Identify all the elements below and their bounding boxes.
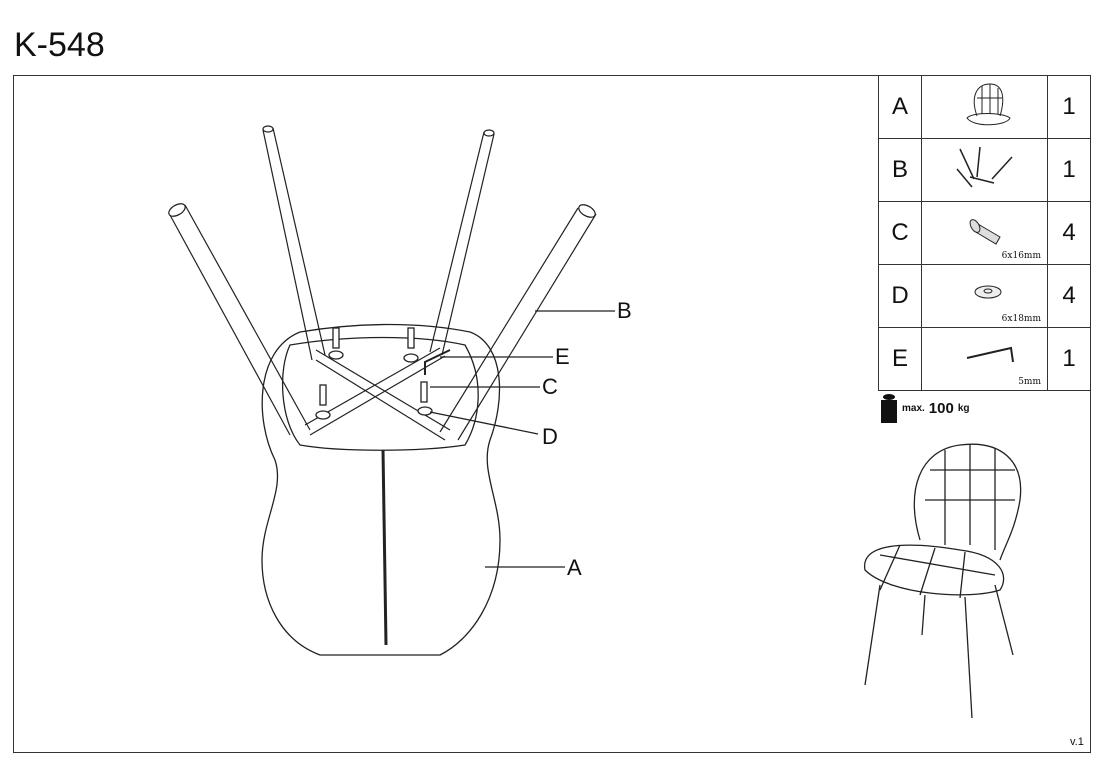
table-row: B 1 bbox=[878, 138, 1091, 202]
callout-c: C bbox=[542, 374, 558, 399]
callout-a: A bbox=[567, 555, 582, 580]
callout-b: B bbox=[617, 298, 632, 323]
part-size: 5mm bbox=[1018, 377, 1041, 387]
washers-d bbox=[315, 350, 433, 420]
allen-key-e bbox=[424, 349, 451, 375]
version-label: v.1 bbox=[1070, 736, 1084, 748]
part-qty: 1 bbox=[1047, 75, 1091, 139]
bolt-icon: 6x16mm bbox=[921, 201, 1048, 265]
callout-e: E bbox=[555, 344, 570, 369]
max-load-label: max. 100 kg bbox=[880, 393, 970, 423]
leg-frame-b bbox=[168, 125, 597, 441]
part-qty: 1 bbox=[1047, 138, 1091, 202]
table-row: C 6x16mm 4 bbox=[878, 201, 1091, 265]
part-letter: C bbox=[878, 201, 922, 265]
part-letter: B bbox=[878, 138, 922, 202]
max-unit: kg bbox=[957, 402, 970, 414]
part-letter: D bbox=[878, 264, 922, 328]
max-value: 100 bbox=[928, 399, 954, 417]
part-qty: 1 bbox=[1047, 327, 1091, 391]
callout-d: D bbox=[542, 424, 558, 449]
part-letter: A bbox=[878, 75, 922, 139]
part-qty: 4 bbox=[1047, 264, 1091, 328]
part-letter: E bbox=[878, 327, 922, 391]
table-row: E 5mm 1 bbox=[878, 327, 1091, 391]
parts-table: A 1 B 1 C 6x16mm 4 D 6x18mm 4 E 5mm 1 bbox=[878, 75, 1091, 391]
part-size: 6x16mm bbox=[1001, 251, 1041, 261]
assembled-chair-illustration bbox=[864, 443, 1022, 719]
diagram-frame bbox=[13, 75, 1091, 753]
seat-part-a bbox=[261, 323, 501, 656]
leg-frame-icon bbox=[921, 138, 1048, 202]
bolts-c bbox=[319, 327, 428, 406]
table-row: D 6x18mm 4 bbox=[878, 264, 1091, 328]
allen-key-icon: 5mm bbox=[921, 327, 1048, 391]
part-size: 6x18mm bbox=[1001, 314, 1041, 324]
part-qty: 4 bbox=[1047, 201, 1091, 265]
weight-icon bbox=[881, 394, 897, 423]
product-title: K-548 bbox=[14, 26, 105, 64]
washer-icon: 6x18mm bbox=[921, 264, 1048, 328]
max-prefix: max. bbox=[902, 402, 925, 414]
seat-icon bbox=[921, 75, 1048, 139]
table-row: A 1 bbox=[878, 75, 1091, 139]
